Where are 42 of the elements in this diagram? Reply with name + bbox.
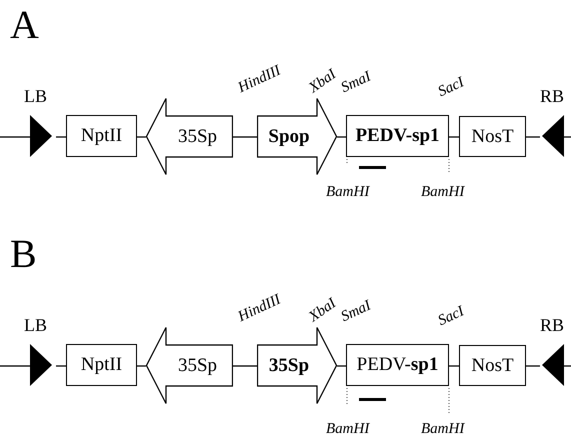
border-label: LB <box>24 315 48 336</box>
restriction-site-label: SacI <box>436 74 468 102</box>
promoter-element <box>257 98 337 175</box>
restriction-site-label: SmaI <box>338 68 374 98</box>
promoter-element <box>146 98 233 175</box>
restriction-site-label: BamHI <box>421 421 464 438</box>
restriction-site-label: SmaI <box>338 298 374 326</box>
promoter-label: Spop <box>268 126 310 148</box>
gene-box: NptII <box>66 344 137 386</box>
border-label: RB <box>540 86 564 107</box>
panel-letter: B <box>10 231 37 277</box>
backbone-line <box>0 365 30 367</box>
gene-box: NosT <box>459 116 526 157</box>
backbone-line <box>449 365 459 367</box>
gene-box: PEDV-sp1 <box>346 115 449 157</box>
panel-letter: A <box>10 2 39 48</box>
backbone-line <box>56 365 66 367</box>
backbone-line <box>564 136 571 138</box>
gene-box: PEDV-sp1 <box>346 344 449 386</box>
backbone-line <box>233 136 257 138</box>
restriction-site-label: BamHI <box>421 184 464 202</box>
backbone-line <box>233 365 257 367</box>
restriction-site-label: SacI <box>436 303 468 330</box>
border-label: RB <box>540 315 564 336</box>
promoter-element <box>146 327 233 404</box>
backbone-line <box>449 136 459 138</box>
backbone-line <box>0 136 30 138</box>
backbone-line <box>526 365 540 367</box>
promoter-element <box>257 327 337 404</box>
backbone-line <box>526 136 540 138</box>
restriction-site-label: BamHI <box>326 421 370 438</box>
restriction-site-label: XbaI <box>306 66 340 98</box>
promoter-label: 35Sp <box>178 126 218 148</box>
gene-box: NptII <box>66 115 137 157</box>
gene-box: NosT <box>459 345 526 386</box>
backbone-line <box>564 365 571 367</box>
backbone-line <box>56 136 66 138</box>
restriction-site-label: BamHI <box>326 184 370 202</box>
restriction-site-label: XbaI <box>306 295 340 326</box>
promoter-label: 35Sp <box>178 354 218 376</box>
border-label: LB <box>24 86 48 107</box>
promoter-label: 35Sp <box>268 354 310 376</box>
